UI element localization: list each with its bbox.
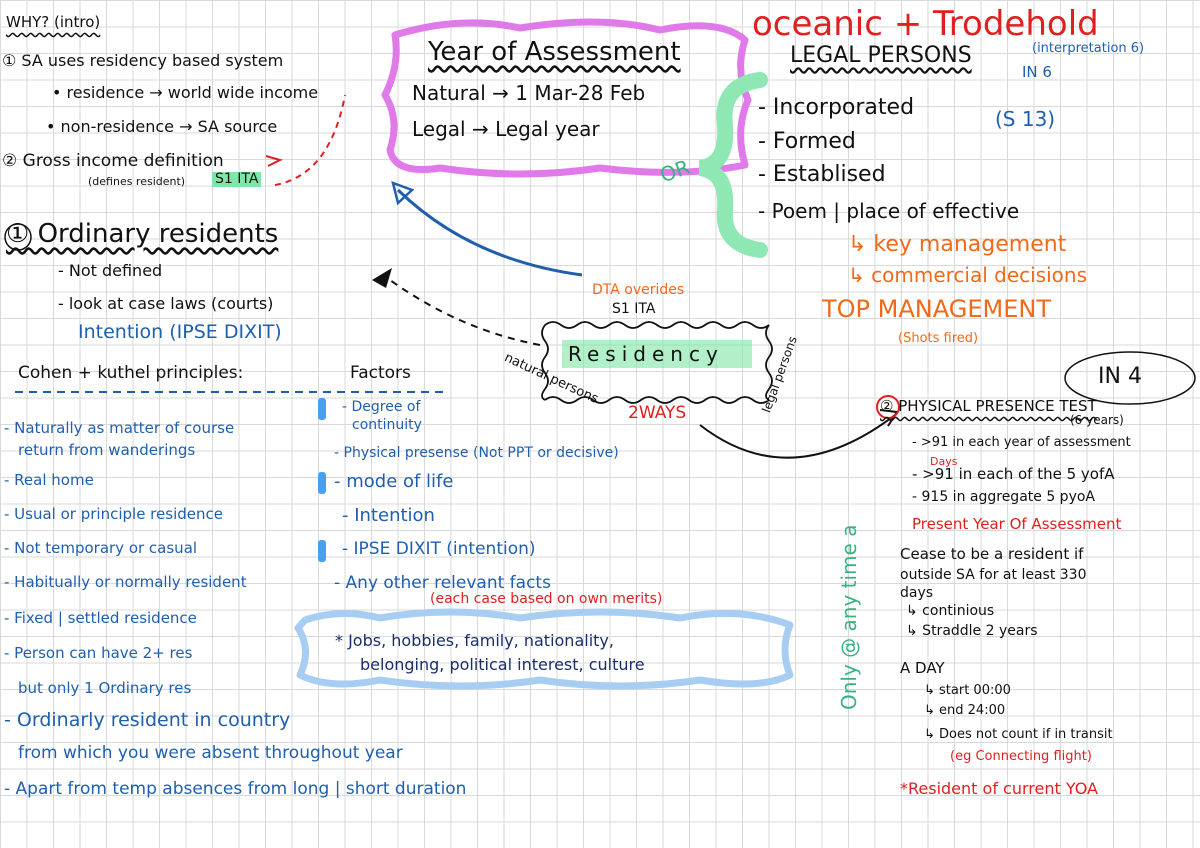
physical-start: ↳ start 00:00 (924, 683, 1011, 698)
physical-rule-2: - >91 in each of the 5 yofA (912, 465, 1115, 483)
intro-non-residence: • non-residence → SA source (46, 117, 278, 136)
principle-7: - Person can have 2+ res (4, 644, 193, 662)
ordinary-intention: Intention (IPSE DIXIT) (78, 321, 282, 343)
factor-merits: (each case based on own merits) (430, 591, 663, 607)
legal-persons-heading: LEGAL PERSONS (790, 43, 972, 68)
physical-cease-2: outside SA for at least 330 (900, 567, 1087, 583)
legal-item-formed: - Formed (758, 129, 856, 154)
physical-cease-1: Cease to be a resident if (900, 545, 1084, 563)
intro-item-1: ① SA uses residency based system (2, 51, 284, 70)
legal-s13: (S 13) (995, 107, 1056, 131)
legal-persons-interpretation: (interpretation 6) (1032, 41, 1145, 56)
factors-label: Factors (350, 363, 411, 383)
intro-s1-ita: S1 ITA (212, 171, 262, 188)
physical-eg: (eg Connecting flight) (950, 749, 1092, 764)
blue-arrow-yoa (396, 188, 583, 277)
yoa-legal: Legal → Legal year (412, 117, 600, 141)
factor-physical: - Physical presense (Not PPT or decisive… (334, 445, 619, 461)
physical-present-yoa: Present Year Of Assessment (912, 515, 1122, 533)
intro-defines: (defines resident) (88, 175, 186, 188)
residency-dta: DTA overides (592, 282, 685, 298)
blue-cloud (294, 608, 794, 690)
factor-continuity: continuity (352, 417, 422, 433)
residency-s1: S1 ITA (612, 301, 656, 317)
residency-label: Residency (568, 342, 724, 366)
bottom-2: - Apart from temp absences from long | s… (4, 779, 467, 799)
principle-3: - Usual or principle residence (4, 505, 223, 523)
physical-straddle: ↳ Straddle 2 years (906, 623, 1038, 639)
pink-frame (381, 18, 752, 178)
physical-transit: ↳ Does not count if in transit (924, 727, 1113, 742)
factor-belonging: belonging, political interest, culture (360, 655, 645, 674)
yoa-natural: Natural → 1 Mar-28 Feb (412, 81, 646, 105)
legal-persons-in6: IN 6 (1022, 63, 1052, 81)
principle-4: - Not temporary or casual (4, 539, 198, 557)
intro-item-2: ② Gross income definition (2, 151, 224, 171)
factor-degree: - Degree of (342, 399, 421, 415)
principle-1-cont: return from wanderings (18, 441, 196, 459)
ordinary-case-laws: - look at case laws (courts) (58, 294, 274, 313)
legal-key-management: ↳ key management (848, 232, 1067, 257)
physical-continuous: ↳ continious (906, 603, 995, 619)
principle-2: - Real home (4, 471, 94, 489)
principle-1: - Naturally as matter of course (4, 419, 235, 437)
physical-current-yoa: *Resident of current YOA (900, 779, 1098, 798)
factor-ipse-dixit: - IPSE DIXIT (intention) (342, 539, 536, 559)
dashed-arrow-ordinary (389, 279, 541, 346)
physical-a-day: A DAY (900, 659, 945, 677)
bottom-1-cont: from which you were absent throughout ye… (18, 743, 403, 763)
legal-item-incorporated: - Incorporated (758, 95, 915, 120)
physical-rule-1: - >91 in each year of assessment (912, 435, 1131, 450)
ordinary-not-defined: - Not defined (58, 261, 163, 280)
physical-only: Only @ any time a (837, 524, 861, 710)
green-bracket (698, 72, 768, 258)
intro-heading: WHY? (intro) (6, 13, 101, 31)
intro-residence: • residence → world wide income (52, 83, 319, 102)
cohen-principles: Cohen + kuthel principles: (18, 363, 244, 383)
factor-mode-of-life: - mode of life (334, 471, 454, 492)
legal-item-poem: - Poem | place of effective (758, 199, 1020, 223)
page-title: oceanic + Trodehold (752, 4, 1099, 44)
residency-frame (541, 321, 773, 404)
principle-6: - Fixed | settled residence (4, 609, 197, 627)
in4-oval (1064, 351, 1196, 405)
physical-heading: ② PHYSICAL PRESENCE TEST (880, 397, 1097, 415)
physical-years: (6 years) (1070, 413, 1124, 427)
principle-5: - Habitually or normally resident (4, 573, 247, 591)
physical-in4: IN 4 (1098, 364, 1142, 389)
factor-intention: - Intention (342, 505, 435, 526)
residency-two-ways: 2WAYS (628, 403, 687, 423)
arrow-physical (699, 414, 896, 459)
factor-other: - Any other relevant facts (334, 573, 551, 593)
physical-end: ↳ end 24:00 (924, 703, 1006, 718)
bottom-1: - Ordinarly resident in country (4, 709, 291, 731)
legal-commercial-decisions: ↳ commercial decisions (848, 263, 1087, 287)
legal-item-established: - Establised (758, 162, 886, 187)
physical-days: Days (930, 455, 958, 468)
factor-jobs: * Jobs, hobbies, family, nationality, (335, 631, 614, 650)
legal-top-management: TOP MANAGEMENT (822, 295, 1051, 323)
physical-rule-3: - 915 in aggregate 5 pyoA (912, 489, 1095, 505)
principle-7-cont: but only 1 Ordinary res (18, 679, 192, 697)
legal-shots-fired: (Shots fired) (898, 331, 979, 346)
yoa-heading: Year of Assessment (428, 37, 681, 67)
dashed-arrow-gross (274, 94, 346, 186)
physical-cease-3: days (900, 585, 934, 601)
ordinary-heading: ① Ordinary residents (6, 219, 279, 249)
